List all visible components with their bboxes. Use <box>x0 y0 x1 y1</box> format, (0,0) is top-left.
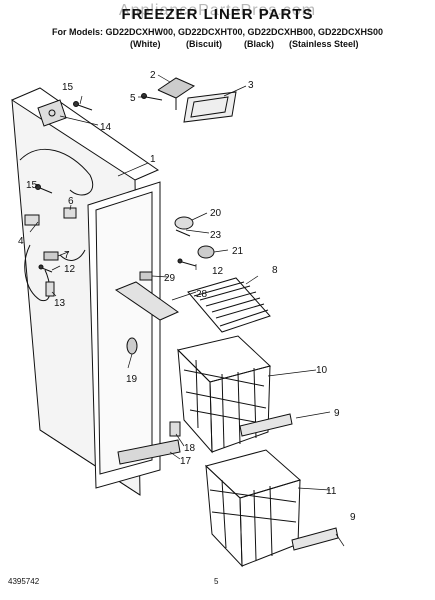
part-label-18: 18 <box>184 443 196 454</box>
clip-29 <box>139 271 153 281</box>
part-label-28: 28 <box>196 289 208 300</box>
part-label-12a: 12 <box>64 264 76 275</box>
part-label-2: 2 <box>150 70 156 81</box>
part-label-7: 7 <box>64 250 70 261</box>
part-label-1: 1 <box>150 154 156 165</box>
models-line: For Models: GD22DCXHW00, GD22DCXHT00, GD… <box>51 27 384 37</box>
watermark: AppliancePartsPros.com <box>118 2 317 19</box>
slide-9b <box>291 527 339 551</box>
part-label-23: 23 <box>210 230 222 241</box>
clip-6 <box>63 207 77 219</box>
support-28 <box>114 281 180 321</box>
leader-lines <box>29 74 345 547</box>
part-label-9b: 9 <box>350 512 356 523</box>
part-21 <box>197 245 215 259</box>
part-label-20: 20 <box>210 208 222 219</box>
diagram-title: FREEZER LINER PARTS <box>121 6 314 23</box>
screw-15b <box>35 184 53 194</box>
part-label-15a: 15 <box>62 82 74 93</box>
part-label-15b: 15 <box>26 180 38 191</box>
part-label-17: 17 <box>180 456 192 467</box>
part-label-6: 6 <box>68 196 74 207</box>
slide-9a <box>239 413 293 437</box>
color-white: (White) <box>130 39 161 49</box>
plate-4 <box>24 214 40 226</box>
part-label-4: 4 <box>18 236 24 247</box>
cover-3 <box>183 91 237 123</box>
clip-7 <box>43 251 59 261</box>
part-label-13: 13 <box>54 298 66 309</box>
part-label-29: 29 <box>164 273 176 284</box>
part-label-19: 19 <box>126 374 138 385</box>
part-label-3: 3 <box>248 80 254 91</box>
part-label-9a: 9 <box>334 408 340 419</box>
part-label-8: 8 <box>272 265 278 276</box>
screw-12a <box>38 264 53 273</box>
screw-12b <box>177 258 197 267</box>
freezer-liner <box>11 87 161 496</box>
page-number: 5 <box>214 577 219 586</box>
screw-15a <box>73 101 93 111</box>
basket-10 <box>177 335 271 454</box>
part-label-10: 10 <box>316 365 328 376</box>
clip-13 <box>45 281 55 297</box>
color-biscuit: (Biscuit) <box>186 39 222 49</box>
basket-11 <box>205 449 302 568</box>
wire-shelf-8 <box>187 277 271 333</box>
color-stainless: (Stainless Steel) <box>289 39 359 49</box>
part-label-21: 21 <box>232 246 244 257</box>
rail-17 <box>117 439 181 465</box>
damper-20 <box>174 216 194 237</box>
part-label-12b: 12 <box>212 266 224 277</box>
bracket-14 <box>37 99 67 127</box>
doc-number: 4395742 <box>8 577 40 586</box>
color-black: (Black) <box>244 39 275 49</box>
part-label-5: 5 <box>130 93 136 104</box>
part-label-14: 14 <box>100 122 112 133</box>
bracket-19 <box>126 337 138 355</box>
clip-18 <box>169 421 181 437</box>
part-label-11: 11 <box>326 486 337 497</box>
